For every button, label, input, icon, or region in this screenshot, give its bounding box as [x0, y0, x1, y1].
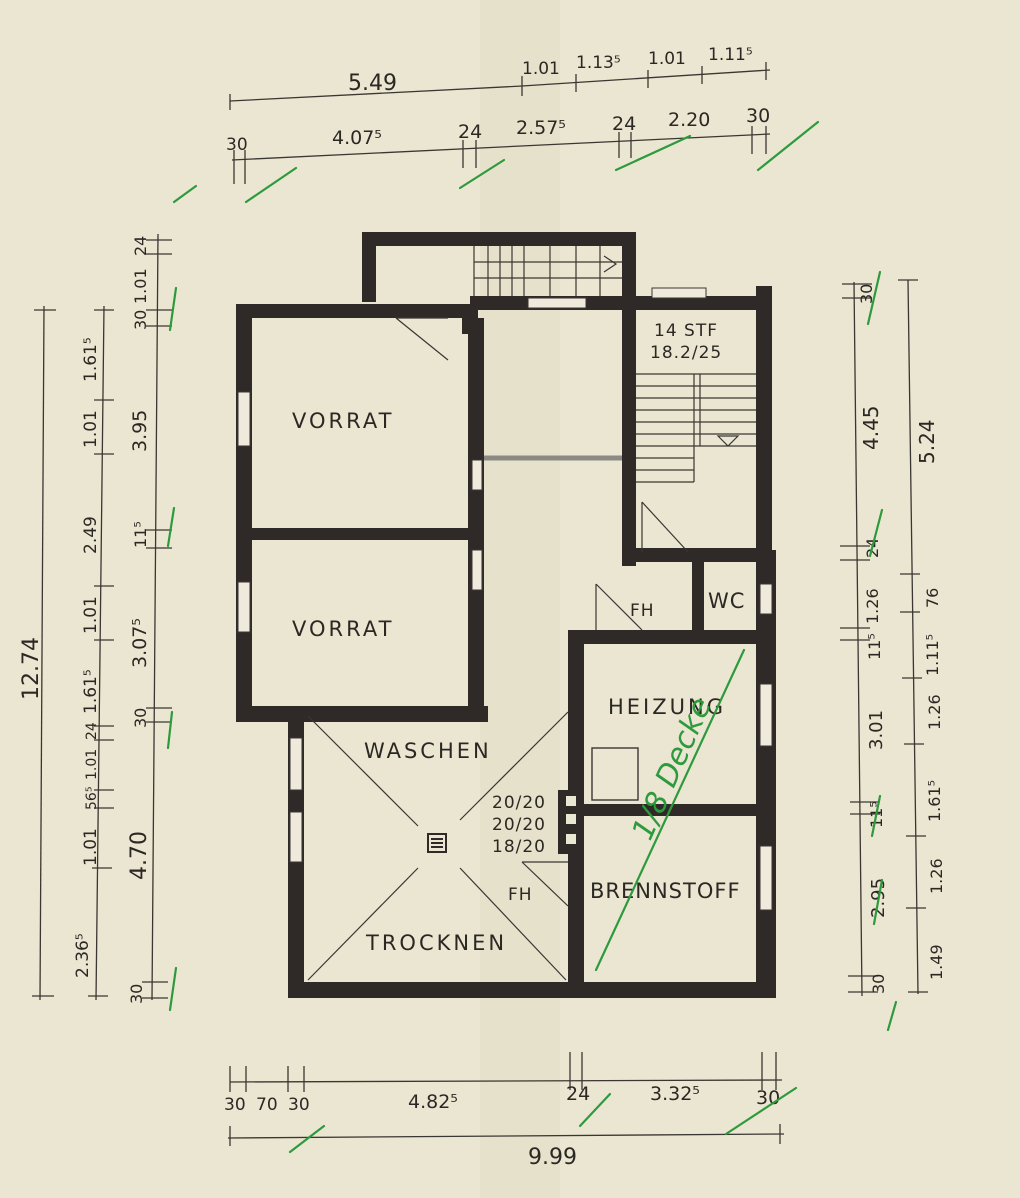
svg-text:24: 24 — [566, 1083, 590, 1105]
svg-text:2.49: 2.49 — [81, 516, 101, 554]
svg-text:1.26: 1.26 — [925, 694, 944, 730]
svg-text:1.01: 1.01 — [522, 59, 560, 79]
svg-text:1.11⁵: 1.11⁵ — [708, 45, 753, 65]
room-label-brennstoff: BRENNSTOFF — [590, 879, 741, 903]
svg-text:12.74: 12.74 — [19, 637, 44, 700]
svg-text:30: 30 — [226, 135, 248, 155]
svg-text:24: 24 — [131, 236, 150, 256]
svg-text:5.49: 5.49 — [348, 71, 397, 96]
svg-text:30: 30 — [127, 984, 146, 1004]
svg-text:11⁵: 11⁵ — [131, 521, 150, 548]
svg-text:1.26: 1.26 — [927, 858, 946, 894]
svg-text:3.95: 3.95 — [129, 410, 151, 452]
svg-text:2.36⁵: 2.36⁵ — [73, 933, 93, 978]
dimensions-top: 5.49 1.01 1.13⁵ 1.01 1.11⁵ 30 4.07⁵ 24 2… — [226, 45, 770, 155]
boiler — [591, 747, 639, 801]
svg-text:30: 30 — [131, 708, 150, 728]
svg-text:30: 30 — [746, 105, 770, 127]
svg-text:4.82⁵: 4.82⁵ — [408, 1091, 458, 1113]
svg-text:4.07⁵: 4.07⁵ — [332, 127, 382, 149]
svg-text:30: 30 — [869, 974, 888, 994]
svg-text:56⁵: 56⁵ — [84, 787, 100, 810]
room-label-trocknen: TROCKNEN — [365, 931, 507, 955]
windows — [237, 287, 773, 911]
svg-text:1.01: 1.01 — [131, 268, 150, 304]
svg-text:1.11⁵: 1.11⁵ — [923, 634, 942, 676]
svg-text:2.57⁵: 2.57⁵ — [516, 117, 566, 139]
svg-text:3.07⁵: 3.07⁵ — [129, 618, 151, 668]
svg-text:4.45: 4.45 — [859, 405, 883, 450]
room-label-waschen: WASCHEN — [364, 739, 492, 763]
flue-label-1: 20/20 — [492, 793, 546, 813]
svg-text:1.13⁵: 1.13⁵ — [576, 53, 621, 73]
right-stairs — [636, 373, 756, 483]
svg-text:4.70: 4.70 — [127, 831, 152, 880]
paper-fold — [480, 0, 560, 1198]
svg-text:24: 24 — [458, 121, 482, 143]
room-label-heizung: HEIZUNG — [608, 695, 726, 719]
svg-text:1.01: 1.01 — [81, 410, 101, 448]
laundry-diagonals — [307, 711, 569, 981]
label-fh-lower: FH — [508, 885, 533, 905]
door-swings — [395, 317, 689, 907]
svg-text:1.01: 1.01 — [84, 749, 100, 780]
flue-label-3: 18/20 — [492, 837, 546, 857]
stair-steps-label: 14 STF — [654, 321, 718, 341]
svg-text:2.20: 2.20 — [668, 109, 710, 131]
dimensions-left: 12.74 1.61⁵ 1.01 2.49 1.01 1.61⁵ 24 1.01… — [19, 236, 152, 1004]
svg-text:76: 76 — [923, 588, 942, 608]
svg-text:1.49: 1.49 — [927, 944, 946, 980]
svg-text:1.61⁵: 1.61⁵ — [81, 337, 101, 382]
svg-text:5.24: 5.24 — [915, 419, 939, 464]
svg-text:1.01: 1.01 — [81, 828, 101, 866]
svg-text:30: 30 — [288, 1095, 310, 1115]
svg-text:70: 70 — [256, 1095, 278, 1115]
svg-text:1.26: 1.26 — [863, 588, 882, 624]
room-label-wc: WC — [708, 589, 745, 613]
svg-text:11⁵: 11⁵ — [865, 633, 884, 660]
svg-text:3.01: 3.01 — [866, 710, 887, 750]
flue-label-2: 20/20 — [492, 815, 546, 835]
svg-text:24: 24 — [84, 722, 100, 740]
room-label-vorrat-lower: VORRAT — [292, 617, 394, 641]
svg-text:9.99: 9.99 — [528, 1145, 577, 1170]
floor-drain-icon — [427, 833, 447, 853]
svg-text:1.01: 1.01 — [81, 596, 101, 634]
flues — [558, 790, 584, 854]
room-label-vorrat-upper: VORRAT — [292, 409, 394, 433]
svg-text:30: 30 — [857, 284, 876, 304]
svg-text:1.61⁵: 1.61⁵ — [925, 780, 944, 822]
svg-text:1.01: 1.01 — [648, 49, 686, 69]
stair-ratio-label: 18.2/25 — [650, 343, 722, 363]
top-stairs — [473, 246, 622, 296]
svg-text:30: 30 — [131, 310, 150, 330]
svg-text:1.61⁵: 1.61⁵ — [81, 669, 101, 714]
svg-text:3.32⁵: 3.32⁵ — [650, 1083, 700, 1105]
svg-text:30: 30 — [224, 1095, 246, 1115]
svg-text:24: 24 — [612, 113, 636, 135]
label-fh-upper: FH — [630, 601, 655, 621]
dimension-lines — [32, 62, 928, 1146]
